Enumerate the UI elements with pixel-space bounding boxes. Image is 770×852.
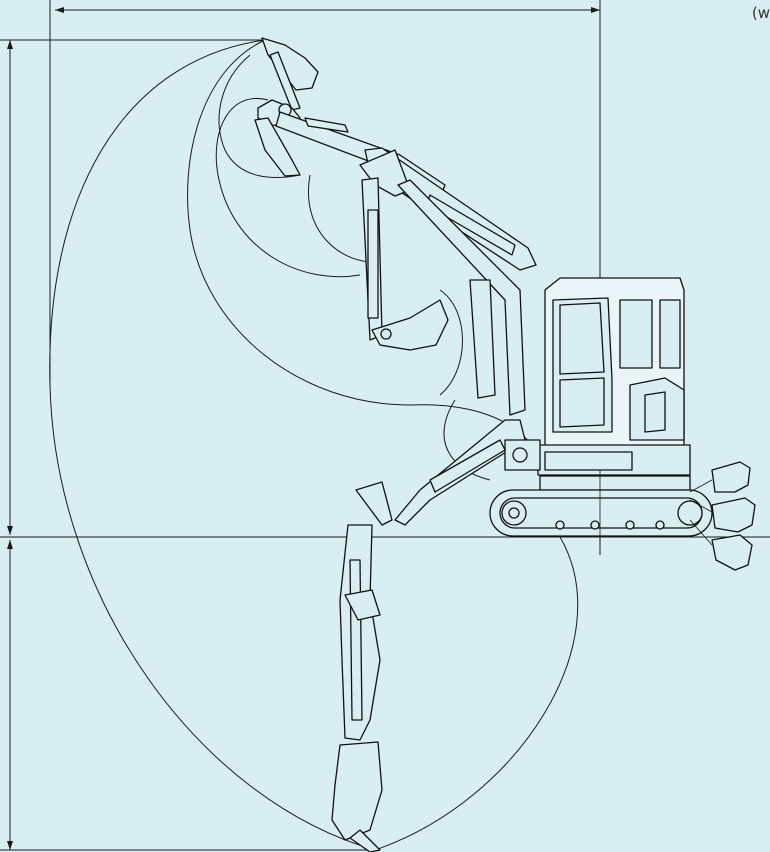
- arrow-left-icon: [55, 7, 64, 13]
- arm-cylinder-mid: [367, 209, 379, 319]
- bucket-deep: [331, 741, 383, 841]
- roller: [625, 520, 635, 530]
- blade-arm-3: [689, 519, 713, 546]
- idler-wheel-icon: [677, 500, 703, 526]
- reach-arc-7: [443, 399, 491, 481]
- reach-arc-3: [215, 98, 361, 278]
- side-panel: [544, 451, 633, 471]
- roller: [555, 520, 565, 530]
- cab-rear-window: [659, 299, 681, 369]
- roller: [590, 520, 600, 530]
- sprocket-hub: [508, 507, 520, 519]
- turntable: [539, 475, 691, 491]
- boom-cylinder-mid: [469, 279, 496, 399]
- arm-cylinder-deep: [349, 559, 363, 721]
- arrow-up-icon: [7, 540, 13, 549]
- bucket-link: [269, 51, 301, 111]
- dozer-blade-up: [711, 461, 751, 493]
- track-inner: [499, 497, 703, 529]
- arm-knuckle-deep: [355, 481, 393, 526]
- arrow-up-icon: [7, 40, 13, 49]
- arm-pose-mid: [359, 149, 526, 416]
- bucket-teeth-deep: [349, 829, 381, 852]
- reach-arc-6: [439, 289, 463, 396]
- arrow-down-icon: [7, 841, 13, 850]
- outer-envelope-arc: [49, 39, 579, 851]
- bucket-pin-mid: [380, 328, 392, 340]
- engine-grille: [644, 391, 666, 433]
- dozer-blade-down: [711, 534, 753, 571]
- blade-arm-2: [689, 499, 713, 513]
- arm-link-deep: [344, 589, 381, 621]
- arm-cylinder-high: [304, 117, 349, 133]
- blade-arm-1: [689, 479, 713, 493]
- corner-note: (w: [751, 4, 770, 22]
- cab-side-window: [619, 299, 653, 369]
- swing-pin: [512, 447, 528, 463]
- cab-window-upper: [559, 302, 605, 375]
- boom-mid: [397, 179, 526, 416]
- bucket-high-2: [254, 117, 301, 177]
- excavator-body: [489, 277, 756, 571]
- arrow-right-icon: [591, 7, 600, 13]
- boom-cylinder-deep: [429, 439, 506, 493]
- bucket-mid: [371, 299, 449, 351]
- arm-pose-deep: [331, 419, 526, 852]
- dozer-blade-mid: [711, 497, 756, 533]
- arrow-down-icon: [7, 526, 13, 535]
- reach-arc-4: [218, 54, 301, 178]
- arm-pose-high: [254, 37, 537, 271]
- roller: [655, 520, 665, 530]
- cab-window-lower: [559, 377, 605, 428]
